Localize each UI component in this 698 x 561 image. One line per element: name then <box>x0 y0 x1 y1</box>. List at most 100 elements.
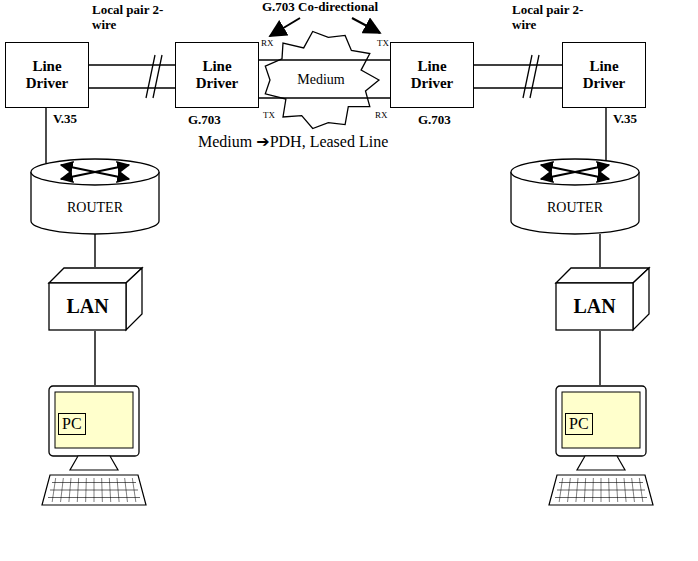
router-text-holder: ROUTER <box>30 187 160 229</box>
keyboard-key <box>85 478 87 502</box>
keyboard-key <box>94 478 95 502</box>
edge-label: V.35 <box>612 112 638 127</box>
box-label: Line Driver <box>573 58 635 93</box>
monitor-screen <box>562 392 640 448</box>
cloud-text-holder: Medium <box>262 30 380 130</box>
router-arrow <box>541 165 609 179</box>
monitor-stand <box>577 456 625 470</box>
keyboard-key <box>601 478 602 502</box>
router-label: ROUTER <box>67 200 123 216</box>
pc-monitor: PC <box>48 385 140 471</box>
pc-label: PC <box>569 415 589 433</box>
keyboard <box>42 475 146 505</box>
box-label: Line Driver <box>16 58 78 93</box>
line-driver-box: Line Driver <box>5 42 89 108</box>
edge-label: V.35 <box>52 112 78 127</box>
router-arrow <box>61 165 129 179</box>
cloud-outline <box>265 32 379 129</box>
box-label: Line Driver <box>186 58 248 93</box>
keyboard-key <box>592 478 594 502</box>
keyboard-key <box>125 478 128 502</box>
lan-label: LAN <box>66 295 108 318</box>
router-top <box>511 159 639 185</box>
keyboard-key <box>69 478 71 502</box>
router-label: ROUTER <box>547 200 603 216</box>
medium-line <box>262 59 380 60</box>
keyboard-key <box>52 478 56 502</box>
box-label: Line Driver <box>401 58 463 93</box>
pc-text-holder: PC <box>58 413 86 435</box>
connector-line <box>605 108 606 161</box>
keyboard-key <box>568 478 571 502</box>
pc-text-holder: PC <box>565 413 593 435</box>
text-label: Local pair 2-wire <box>512 3 586 33</box>
lan-text-holder: LAN <box>49 283 126 330</box>
text-label: G.703 <box>188 113 221 128</box>
keyboard-key <box>61 478 64 502</box>
text-label: G.703 Co-directional <box>262 0 378 15</box>
keyboard <box>549 475 653 505</box>
text-label: TX <box>262 110 276 120</box>
pair-slash <box>530 55 539 98</box>
router-arrow <box>541 165 609 179</box>
keyboard-key <box>77 478 78 502</box>
connector-line <box>599 331 600 385</box>
text-label: Local pair 2-wire <box>92 3 166 33</box>
lan-box: LAN <box>555 267 650 331</box>
router-arrow <box>61 165 129 179</box>
connector-line <box>89 65 175 88</box>
lan-front <box>49 283 126 330</box>
lan-box: LAN <box>48 267 143 331</box>
pair-slash <box>523 55 532 98</box>
text-label: RX <box>374 110 389 120</box>
keyboard-key <box>624 478 626 502</box>
line-driver-box: Line Driver <box>562 42 646 108</box>
leader-arrow <box>352 18 380 33</box>
monitor-bezel <box>49 386 139 456</box>
medium-line <box>262 97 380 98</box>
lan-label: LAN <box>573 295 615 318</box>
monitor-bezel <box>556 386 646 456</box>
keyboard-key <box>616 478 617 502</box>
cloud-label: Medium <box>296 72 345 88</box>
keyboard-key <box>639 478 643 502</box>
pair-slash <box>146 55 155 98</box>
keyboard-key <box>632 478 635 502</box>
router-outline <box>510 158 640 234</box>
keyboard-key <box>576 478 578 502</box>
line-driver-box: Line Driver <box>175 42 259 108</box>
text-label: TX <box>376 38 390 48</box>
monitor-stand <box>70 456 118 470</box>
keyboard-key <box>132 478 136 502</box>
lan-front <box>556 283 633 330</box>
connector-line <box>259 60 262 98</box>
text-label: RX <box>260 38 275 48</box>
connector-line <box>474 65 562 88</box>
connector-line <box>380 60 390 98</box>
router-top <box>31 159 159 185</box>
keyboard-key <box>559 478 563 502</box>
connector-line <box>599 234 600 267</box>
keyboard-key <box>608 478 610 502</box>
pc-label: PC <box>62 415 82 433</box>
router-text-holder: ROUTER <box>510 187 640 229</box>
connector-line <box>94 234 95 267</box>
lan-side <box>126 268 142 330</box>
text-label: G.703 <box>418 113 451 128</box>
pair-slash <box>153 55 162 98</box>
keyboard-key <box>109 478 110 502</box>
leader-arrow <box>270 18 300 36</box>
text-label: Medium ➔PDH, Leased Line <box>198 133 388 151</box>
lan-side <box>633 268 649 330</box>
keyboard-group <box>42 475 653 505</box>
line-driver-box: Line Driver <box>390 42 474 108</box>
keyboard-key <box>584 478 585 502</box>
router-cylinder: ROUTER <box>510 158 640 234</box>
pc-monitor: PC <box>555 385 647 471</box>
monitor-screen <box>55 392 133 448</box>
keyboard-key <box>101 478 103 502</box>
medium-cloud: Medium <box>262 30 380 130</box>
connector-line <box>45 108 46 164</box>
keyboard-key <box>117 478 119 502</box>
router-outline <box>30 158 160 234</box>
